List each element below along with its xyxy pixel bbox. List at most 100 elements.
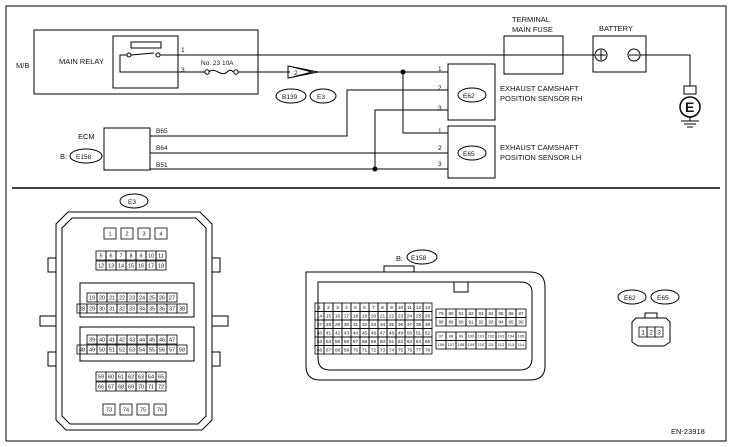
pin-number: 63 [407,339,413,345]
e3-view-tag [119,193,149,209]
ecm-connector-prefix: B: [396,254,403,263]
pin-number: 56 [159,347,165,353]
pin-number: 69 [128,384,134,390]
pin-cell [137,227,151,240]
pin-number: 43 [344,330,350,336]
pin-number: 59 [371,339,377,345]
pin-number: 36 [159,306,165,312]
pin-number: 33 [129,306,135,312]
pin-number: 17 [344,313,350,319]
pin-number: 95 [508,319,514,324]
diagram-border [5,5,727,442]
pin-number: 37 [407,322,413,328]
e3-tag [309,88,337,104]
pin-cell [166,292,178,303]
pin-number: 63 [138,374,144,380]
e62-label: E62 [463,93,475,100]
pin-number: 38 [416,322,422,328]
pin-number: 25 [416,313,422,319]
pin-number: 68 [335,347,341,353]
pin-number: 72 [371,347,377,353]
pin-number: 64 [416,339,422,345]
pin-number: 78 [425,347,431,353]
pin-number: 107 [448,342,455,347]
pin-number: 1 [318,305,321,311]
relay-contact-b [155,52,161,58]
pin-number: 76 [407,347,413,353]
e65-view-label: E65 [657,295,669,302]
pin-number: 35 [389,322,395,328]
pin-number: 69 [344,347,350,353]
pin-cell [155,381,167,392]
pin-cell [154,227,168,240]
pin-number: 54 [326,339,332,345]
b139-tag [275,88,307,104]
lh-power-wire [402,72,448,134]
ecm [103,127,151,171]
pin-number: 77 [416,347,422,353]
pin-number: 41 [326,330,332,336]
pin-number: 23 [398,313,404,319]
main-box [33,29,259,95]
pin-number: 92 [478,319,484,324]
ground-connector [683,85,697,95]
pin-number: 45 [149,337,155,343]
pin-number: 106 [438,342,445,347]
pin-number: 66 [98,384,104,390]
sensor-rh-label-2: POSITION SENSOR RH [500,94,583,103]
ecm-label: ECM [78,132,95,141]
lh-pin-3: 3 [438,161,442,168]
pin-number: 105 [518,334,525,339]
pin-number: 73 [380,347,386,353]
pin-number: 99 [459,334,464,339]
pin-number: 4 [345,305,348,311]
e65-tag [457,145,487,161]
pin-number: 98 [449,334,454,339]
e62-view-tag [617,289,647,305]
terminal-main-fuse-label-1: TERMINAL [512,15,550,24]
pin-number: 45 [362,330,368,336]
e158-view-label: E158 [411,255,427,262]
e3-latch-l2 [47,351,57,367]
ecm-pin-b65: B65 [156,128,168,135]
pin-number: 18 [158,263,164,269]
pin-number: 25 [149,295,155,301]
pin-number: 47 [169,337,175,343]
pin-number: 96 [518,319,524,324]
lh-pin-2: 2 [438,145,442,152]
pin-number: 32 [119,306,125,312]
e3-block-a [79,282,195,318]
pin-number: 66 [317,347,323,353]
pin-cell [155,250,167,261]
pin-number: 28 [326,322,332,328]
pin-number: 51 [109,347,115,353]
sensor-rh [447,63,496,121]
mb-label: M/B [16,61,29,70]
pin-number: 3 [657,329,661,336]
pin-number: 67 [326,347,332,353]
pin-number: 29 [89,306,95,312]
pin-number: 46 [371,330,377,336]
e3-tab-left [39,315,57,327]
pin-number: 17 [148,263,154,269]
e3-latch-r2 [211,351,221,367]
pin-number: 19 [362,313,368,319]
fuse-terminal-b [233,69,239,75]
pin-number: 65 [425,339,431,345]
pin-number: 79 [438,311,444,316]
pin-number: 26 [159,295,165,301]
e158-key-1 [383,265,415,273]
pin-number: 43 [129,337,135,343]
pin-number: 27 [317,322,323,328]
pin-number: 108 [458,342,465,347]
e65-view-tag [650,289,680,305]
pin-number: 64 [148,374,154,380]
pin-number: 52 [425,330,431,336]
pin-number: 26 [425,313,431,319]
pin-number: 10 [148,253,154,259]
fuse-element [208,69,234,75]
pin-number: 48 [79,347,85,353]
pin-number: 75 [398,347,404,353]
pin-number: 89 [448,319,454,324]
